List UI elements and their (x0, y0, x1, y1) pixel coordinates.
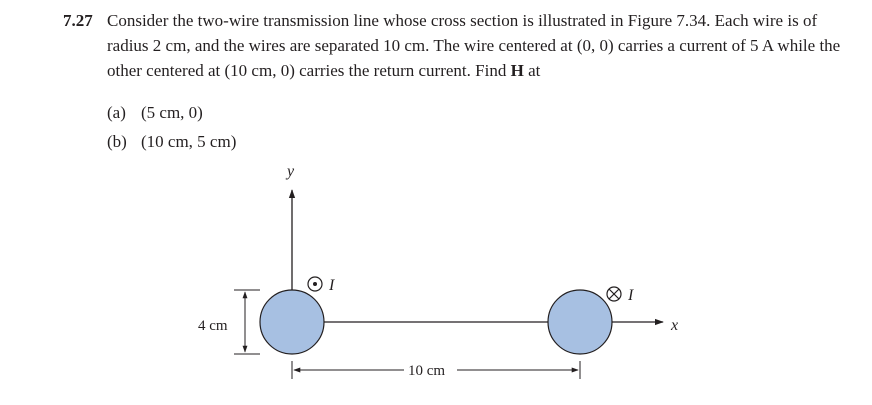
part-b-label: (b) (107, 132, 127, 151)
x-axis-label: x (670, 317, 678, 334)
part-a-label: (a) (107, 103, 126, 122)
separation-dimension (291, 361, 581, 379)
wire-left (259, 289, 325, 355)
wire-right (547, 289, 613, 355)
current-label-right: I (627, 287, 634, 304)
separation-label: 10 cm (408, 363, 445, 379)
current-into-page-icon (606, 286, 622, 302)
current-out-of-page-icon (307, 276, 323, 292)
diameter-label: 4 cm (198, 318, 228, 334)
part-b: (b) (10 cm, 5 cm) (107, 127, 236, 156)
part-a: (a) (5 cm, 0) (107, 98, 236, 127)
problem-text-end: at (523, 61, 541, 80)
part-a-value: (5 cm, 0) (141, 103, 203, 122)
problem-text: Consider the two-wire transmission line … (107, 8, 853, 83)
y-axis-label: y (285, 163, 295, 180)
current-label-left: I (328, 277, 335, 294)
diameter-dimension (234, 289, 260, 355)
problem-number: 7.27 (63, 11, 93, 30)
part-b-value: (10 cm, 5 cm) (141, 132, 237, 151)
field-symbol-h: H (510, 61, 524, 80)
problem-text-body: Consider the two-wire transmission line … (107, 11, 841, 80)
problem-parts: (a) (5 cm, 0) (b) (10 cm, 5 cm) (107, 98, 236, 156)
problem-statement: 7.27 Consider the two-wire transmission … (63, 8, 853, 83)
